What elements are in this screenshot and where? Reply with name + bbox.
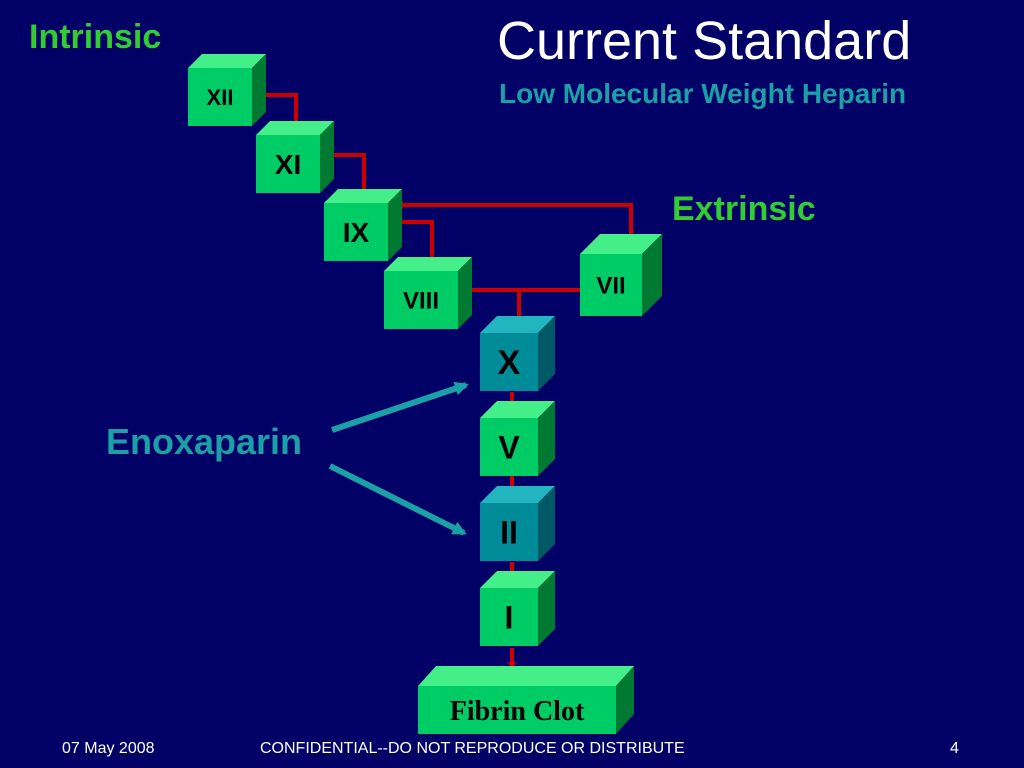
factor-xi-label: XI (275, 149, 301, 180)
factor-vii-label: VII (596, 273, 625, 300)
factor-ix-box: IX (324, 189, 402, 261)
factor-x-box: X (480, 316, 555, 391)
factor-xii-box: XII (188, 54, 266, 126)
connector-xii-xi (252, 93, 298, 123)
footer-confidential: CONFIDENTIAL--DO NOT REPRODUCE OR DISTRI… (260, 740, 685, 757)
fibrin-clot-label: Fibrin Clot (450, 696, 585, 727)
slide-subtitle: Low Molecular Weight Heparin (499, 78, 907, 109)
factor-viii-label: VIII (403, 288, 439, 315)
factor-xii-label: XII (207, 85, 234, 110)
enoxaparin-arrows (328, 381, 469, 536)
fibrin-clot-box: Fibrin Clot (418, 666, 634, 734)
factor-v-label: V (498, 430, 520, 466)
factor-i-box: I (480, 571, 555, 646)
connector-viii-vii-to-x (460, 288, 584, 318)
factor-vii-box: VII (580, 234, 662, 316)
factor-v-box: V (480, 401, 555, 476)
connector-vii-ix (395, 201, 633, 236)
arrow-to-ii (328, 463, 467, 536)
factor-ii-box: II (480, 486, 555, 561)
footer-date: 07 May 2008 (62, 740, 155, 757)
arrow-to-x (331, 381, 469, 433)
factor-viii-box: VIII (384, 257, 472, 329)
factor-ix-label: IX (343, 217, 370, 248)
factor-i-label: I (505, 600, 514, 636)
factor-x-label: X (498, 344, 521, 382)
footer-page-number: 4 (950, 740, 959, 757)
extrinsic-label: Extrinsic (672, 190, 816, 228)
intrinsic-label: Intrinsic (29, 18, 162, 56)
enoxaparin-label: Enoxaparin (106, 421, 303, 462)
connector-ix-viii (390, 220, 434, 258)
cascade-connectors (252, 93, 633, 670)
factor-xi-box: XI (256, 121, 334, 193)
factor-ii-label: II (500, 515, 518, 551)
connector-xi-ix (322, 153, 366, 190)
slide-title: Current Standard (497, 11, 912, 71)
